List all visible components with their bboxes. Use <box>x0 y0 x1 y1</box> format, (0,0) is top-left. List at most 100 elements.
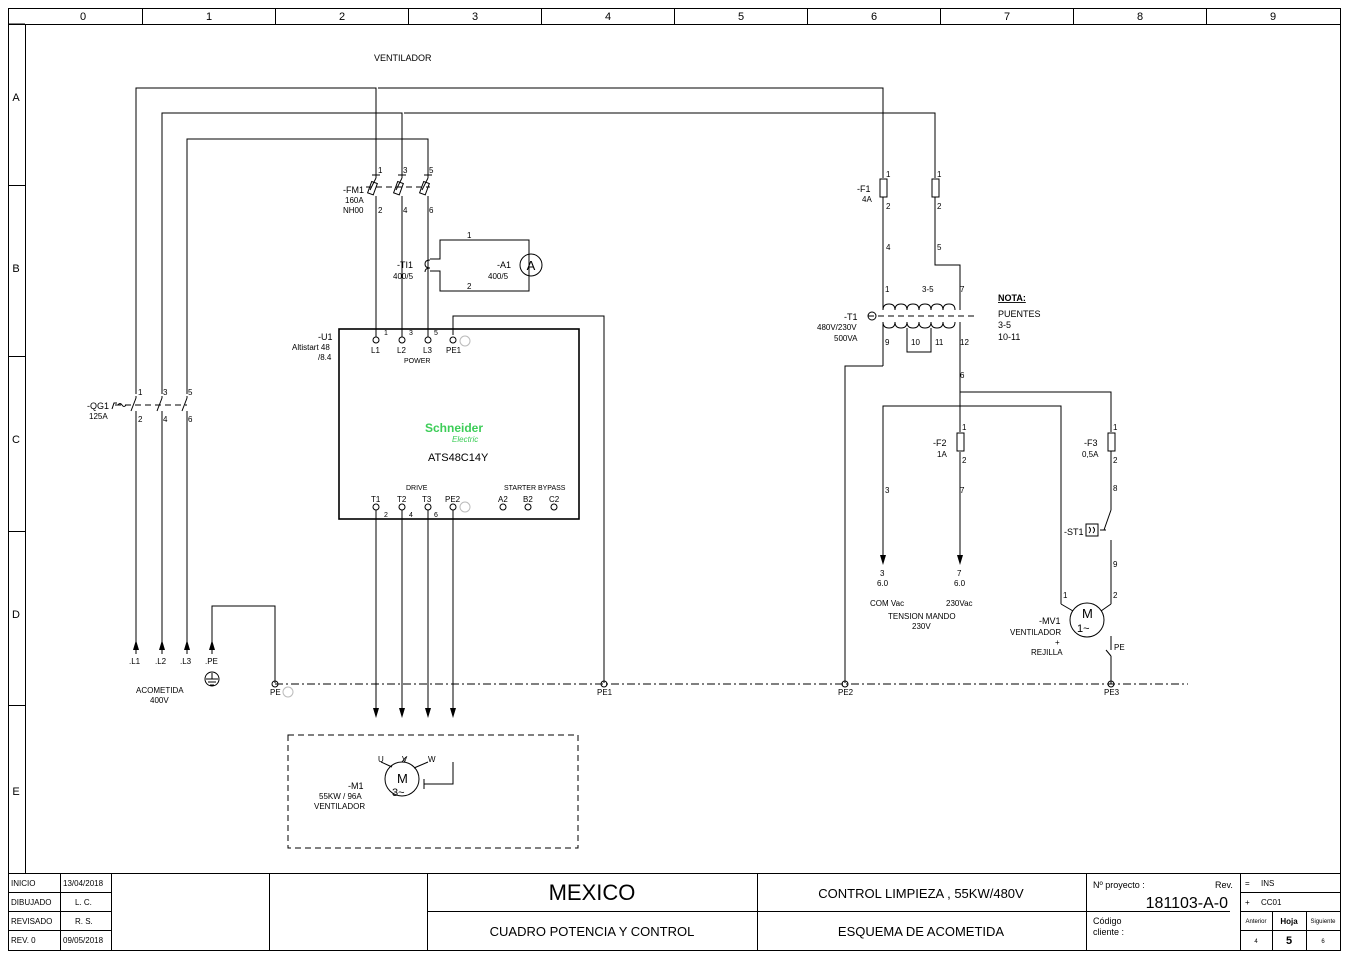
feeder-labels: .L1 .L2 .L3 .PE <box>129 657 218 666</box>
m1-motor: M 3~ <box>287 734 579 849</box>
svg-text:3: 3 <box>885 486 890 495</box>
svg-text:PE3: PE3 <box>1104 688 1120 697</box>
svg-text:T1: T1 <box>371 495 381 504</box>
svg-text:6.0: 6.0 <box>877 579 889 588</box>
svg-text:C2: C2 <box>549 495 560 504</box>
t1-terminals: 1 3-5 7 9 10 11 12 <box>885 285 969 347</box>
column-label: 2 <box>339 11 345 23</box>
project-label: Nº proyecto : <box>1093 880 1145 890</box>
svg-text:5: 5 <box>429 166 434 175</box>
svg-text:2: 2 <box>138 415 143 424</box>
svg-text:V: V <box>402 755 408 764</box>
prev-sheet-label: Anterior <box>1245 919 1266 925</box>
row-label: E <box>12 786 19 798</box>
mv1-line-3: REJILLA <box>1031 648 1063 657</box>
u1-input-labels: L1 L2 L3 PE1 <box>371 346 462 355</box>
u1-input-numbers: 1 3 5 <box>384 330 438 337</box>
feeder-arrows <box>133 605 276 683</box>
t1-control-transformer <box>844 303 975 683</box>
earth-symbol <box>204 671 220 687</box>
nota-title: NOTA: <box>998 293 1026 303</box>
svg-text:3: 3 <box>403 166 408 175</box>
f1-terminals: 1 2 1 2 4 5 <box>886 170 942 252</box>
qg1-terminals: 1 3 5 2 4 6 <box>138 388 193 424</box>
mv1-line-1: VENTILADOR <box>1010 628 1061 637</box>
f1-fuses <box>879 178 961 310</box>
svg-text:7: 7 <box>960 486 965 495</box>
svg-text:9: 9 <box>1113 560 1118 569</box>
column-label: 0 <box>80 11 86 23</box>
sheet-number: 5 <box>1286 935 1292 947</box>
qg1-breaker <box>111 394 194 416</box>
svg-text:+: + <box>1245 898 1250 907</box>
u1-soft-starter <box>338 315 605 683</box>
svg-text:3-5: 3-5 <box>922 285 934 294</box>
svg-text:PE: PE <box>1114 643 1125 652</box>
t1-power: 500VA <box>834 334 858 343</box>
column-labels: 0 1 2 3 4 5 6 7 8 9 <box>80 11 1276 23</box>
row-label: D <box>12 609 20 621</box>
brand-sub: Electric <box>452 435 478 444</box>
fm1-type: NH00 <box>343 206 364 215</box>
pe-labels: PE PE1 PE2 PE3 <box>270 688 1120 697</box>
tb-row-label: REVISADO <box>11 917 52 926</box>
ti1-ratio: 400/5 <box>393 272 414 281</box>
tension-230-label: 230V <box>912 622 931 631</box>
m1-terminals: U V W <box>378 755 436 764</box>
svg-text:PE2: PE2 <box>838 688 854 697</box>
ti1-current-transformer <box>424 239 530 292</box>
svg-text:2: 2 <box>962 456 967 465</box>
tb-row-label: DIBUJADO <box>11 898 51 907</box>
svg-text:PE: PE <box>270 688 281 697</box>
m1-rating: 55KW / 96A <box>319 792 362 801</box>
schneider-logo: Schneider Electric <box>425 421 483 444</box>
svg-text:INS: INS <box>1261 879 1274 888</box>
tb-row-value: 13/04/2018 <box>63 879 104 888</box>
ti1-wire-1: 1 <box>467 231 472 240</box>
svg-text:1: 1 <box>937 170 942 179</box>
svg-text:7: 7 <box>960 285 965 294</box>
svg-text:4: 4 <box>886 243 891 252</box>
feeder-l1: .L1 <box>129 657 141 666</box>
svg-text:11: 11 <box>935 338 944 347</box>
rev-label: Rev. <box>1215 880 1233 890</box>
a1-ammeter: A <box>519 253 543 277</box>
f2-rating: 1A <box>937 450 947 459</box>
f3-ref: -F3 <box>1084 438 1098 448</box>
svg-text:1: 1 <box>886 170 891 179</box>
svg-text:7: 7 <box>957 569 962 578</box>
qg1-ref: -QG1 <box>87 401 109 411</box>
motor-feed-wires <box>373 510 456 718</box>
control-wiring <box>880 391 1116 684</box>
m1-ref: -M1 <box>348 781 364 791</box>
svg-text:2: 2 <box>384 512 388 519</box>
svg-text:10: 10 <box>911 338 920 347</box>
fm1-ref: -FM1 <box>343 185 364 195</box>
svg-text:6.0: 6.0 <box>954 579 966 588</box>
ammeter-symbol: A <box>527 258 536 273</box>
svg-text:5: 5 <box>937 243 942 252</box>
m1-phase: 3~ <box>392 787 405 799</box>
tb-row-value: R. S. <box>75 917 93 926</box>
location-block: = INS + CC01 <box>1245 879 1282 907</box>
svg-text:L2: L2 <box>397 346 406 355</box>
column-label: 1 <box>206 11 212 23</box>
column-label: 4 <box>605 11 611 23</box>
mv1-phase: 1~ <box>1077 623 1090 635</box>
mv1-ref: -MV1 <box>1039 616 1061 626</box>
t1-voltage: 480V/230V <box>817 323 857 332</box>
pe-bus <box>271 680 1188 698</box>
m1-symbol: M <box>397 771 408 786</box>
nota-block: NOTA: PUENTES 3-5 10-11 <box>998 293 1041 342</box>
nota-line-2: 3-5 <box>998 320 1011 330</box>
svg-text:L1: L1 <box>371 346 380 355</box>
column-label: 8 <box>1137 11 1143 23</box>
f1-ref: -F1 <box>857 184 871 194</box>
svg-text:3: 3 <box>409 330 413 337</box>
svg-text:5: 5 <box>434 330 438 337</box>
prev-sheet: 4 <box>1254 939 1258 945</box>
svg-text:1: 1 <box>138 388 143 397</box>
column-label: 7 <box>1004 11 1010 23</box>
sheet-navigation: Anterior Hoja Siguiente 4 5 6 <box>1245 917 1336 947</box>
